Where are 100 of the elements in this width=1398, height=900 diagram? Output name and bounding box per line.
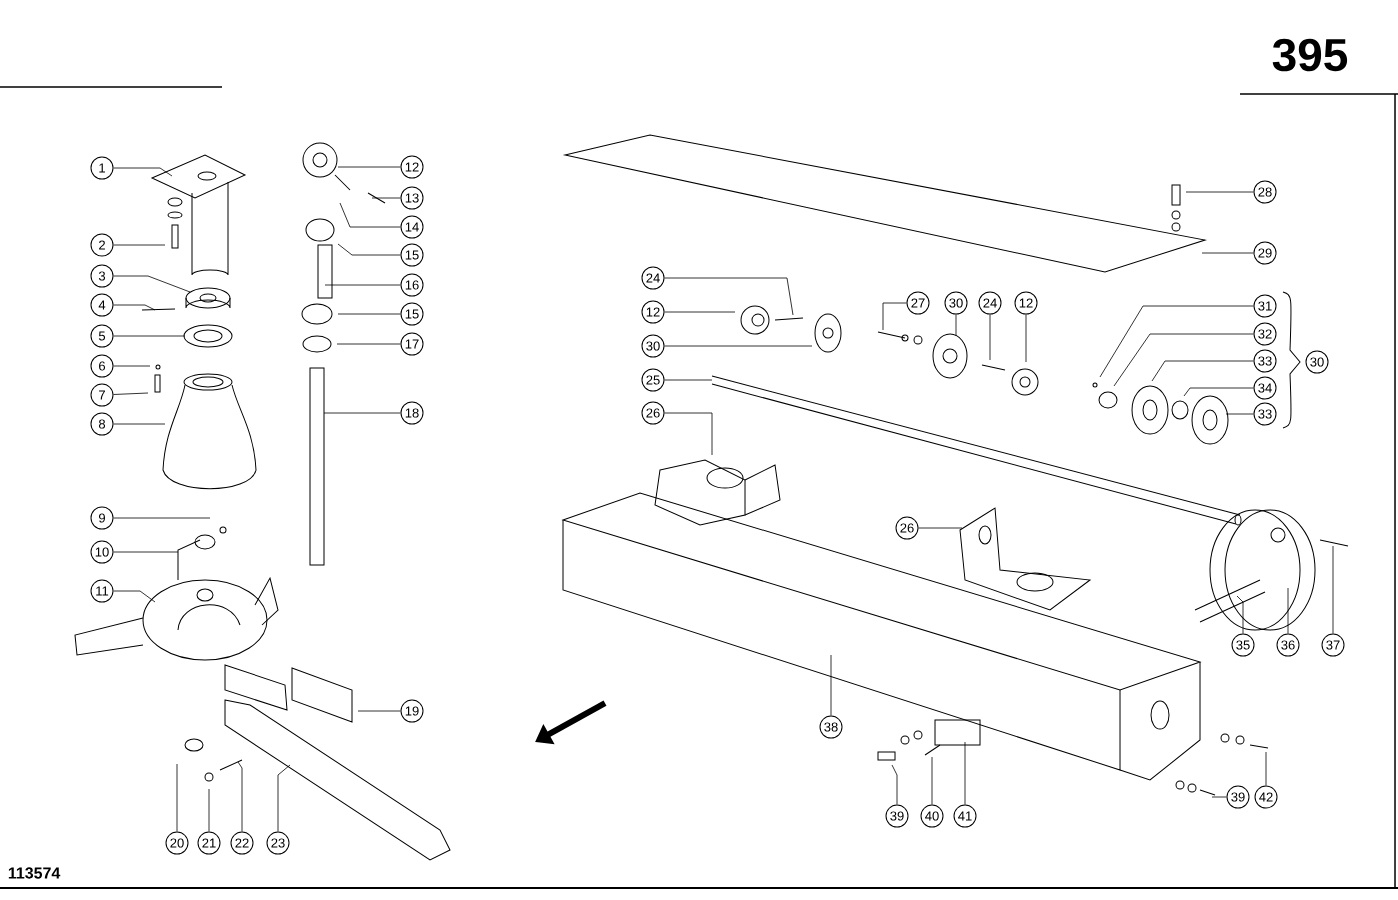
callout-number: 33 bbox=[1253, 349, 1277, 373]
callout-number: 24 bbox=[978, 291, 1002, 315]
callout-number: 15 bbox=[400, 302, 424, 326]
callout-number: 30 bbox=[944, 291, 968, 315]
leader-line bbox=[1183, 387, 1254, 397]
callout-number: 37 bbox=[1321, 633, 1345, 657]
leader-line bbox=[1287, 587, 1289, 634]
callout-number: 12 bbox=[641, 300, 665, 324]
leader-line bbox=[955, 314, 957, 337]
leader-line bbox=[113, 244, 166, 246]
callout-number: 14 bbox=[400, 215, 424, 239]
leader-line bbox=[113, 167, 173, 177]
leader-line bbox=[113, 551, 179, 553]
leader-line bbox=[1099, 305, 1254, 378]
drawing-number: 113574 bbox=[8, 867, 61, 879]
leader-line bbox=[1185, 191, 1254, 193]
leader-line bbox=[1113, 333, 1254, 387]
callout-number: 5 bbox=[90, 324, 114, 348]
leader-line bbox=[113, 423, 166, 425]
callout-number: 10 bbox=[90, 540, 114, 564]
leader-line bbox=[1332, 545, 1334, 634]
callout-number: 40 bbox=[920, 804, 944, 828]
callout-number: 25 bbox=[641, 368, 665, 392]
callout-number: 35 bbox=[1231, 633, 1255, 657]
leader-line bbox=[664, 379, 713, 381]
leader-line bbox=[1151, 360, 1254, 382]
callout-number: 23 bbox=[266, 831, 290, 855]
leader-line bbox=[113, 517, 211, 519]
leader-line bbox=[1236, 595, 1244, 634]
callout-number: 42 bbox=[1254, 785, 1278, 809]
callout-number: 19 bbox=[400, 699, 424, 723]
callout-number: 34 bbox=[1253, 376, 1277, 400]
callout-number: 15 bbox=[400, 243, 424, 267]
callout-number: 18 bbox=[400, 401, 424, 425]
callout-number: 32 bbox=[1253, 322, 1277, 346]
leader-line bbox=[336, 343, 401, 345]
leader-line bbox=[324, 284, 401, 286]
leader-line bbox=[830, 654, 832, 716]
leader-line bbox=[337, 243, 401, 256]
callout-number: 39 bbox=[885, 804, 909, 828]
leader-line bbox=[277, 764, 291, 832]
callout-number: 17 bbox=[400, 332, 424, 356]
callout-number: 16 bbox=[400, 273, 424, 297]
leader-line bbox=[357, 710, 401, 712]
leader-line bbox=[664, 277, 794, 316]
leader-line bbox=[1201, 252, 1254, 254]
leader-line bbox=[113, 590, 156, 603]
callout-number: 27 bbox=[906, 291, 930, 315]
callout-number: 2 bbox=[90, 233, 114, 257]
callout-number: 7 bbox=[90, 383, 114, 407]
leader-line bbox=[237, 761, 243, 832]
callout-number: 26 bbox=[895, 516, 919, 540]
callout-number: 8 bbox=[90, 412, 114, 436]
callout-number: 21 bbox=[197, 831, 221, 855]
callout-number: 30 bbox=[641, 334, 665, 358]
leader-line bbox=[113, 304, 156, 311]
callout-number: 4 bbox=[90, 293, 114, 317]
leader-line bbox=[323, 412, 401, 414]
leader-line bbox=[1265, 751, 1267, 786]
leader-line bbox=[337, 313, 401, 315]
page-number: 395 bbox=[1272, 38, 1348, 72]
callout-number: 12 bbox=[400, 155, 424, 179]
callout-number: 9 bbox=[90, 506, 114, 530]
callout-number: 6 bbox=[90, 354, 114, 378]
leader-line bbox=[113, 365, 151, 367]
callout-number: 30 bbox=[1305, 350, 1329, 374]
leader-line bbox=[891, 764, 898, 805]
leader-line bbox=[113, 275, 191, 293]
leader-line bbox=[176, 763, 178, 832]
leader-line bbox=[964, 741, 966, 805]
callout-number: 26 bbox=[641, 401, 665, 425]
callout-number: 24 bbox=[641, 266, 665, 290]
leader-line bbox=[664, 311, 736, 313]
leader-line bbox=[664, 345, 813, 347]
callout-number: 13 bbox=[400, 186, 424, 210]
leader-line bbox=[113, 392, 149, 395]
callout-number: 41 bbox=[953, 804, 977, 828]
leader-line bbox=[989, 314, 991, 361]
leader-line bbox=[339, 202, 401, 228]
leader-line bbox=[1211, 796, 1227, 798]
callout-number: 22 bbox=[230, 831, 254, 855]
callout-number: 39 bbox=[1226, 785, 1250, 809]
callout-number: 20 bbox=[165, 831, 189, 855]
callout-number: 36 bbox=[1276, 633, 1300, 657]
callout-number: 28 bbox=[1253, 180, 1277, 204]
leader-line bbox=[371, 197, 401, 199]
callout-number: 12 bbox=[1014, 291, 1038, 315]
leader-line bbox=[664, 412, 713, 456]
callout-number: 31 bbox=[1253, 294, 1277, 318]
leader-line bbox=[113, 335, 186, 337]
leader-line bbox=[337, 166, 401, 168]
leader-line bbox=[1025, 314, 1027, 363]
callout-number: 1 bbox=[90, 156, 114, 180]
callout-number: 3 bbox=[90, 264, 114, 288]
leader-line bbox=[918, 527, 963, 529]
callout-number: 11 bbox=[90, 579, 114, 603]
callout-number: 38 bbox=[819, 715, 843, 739]
callout-number: 29 bbox=[1253, 241, 1277, 265]
callout-number: 33 bbox=[1253, 402, 1277, 426]
leader-line bbox=[1225, 413, 1254, 415]
